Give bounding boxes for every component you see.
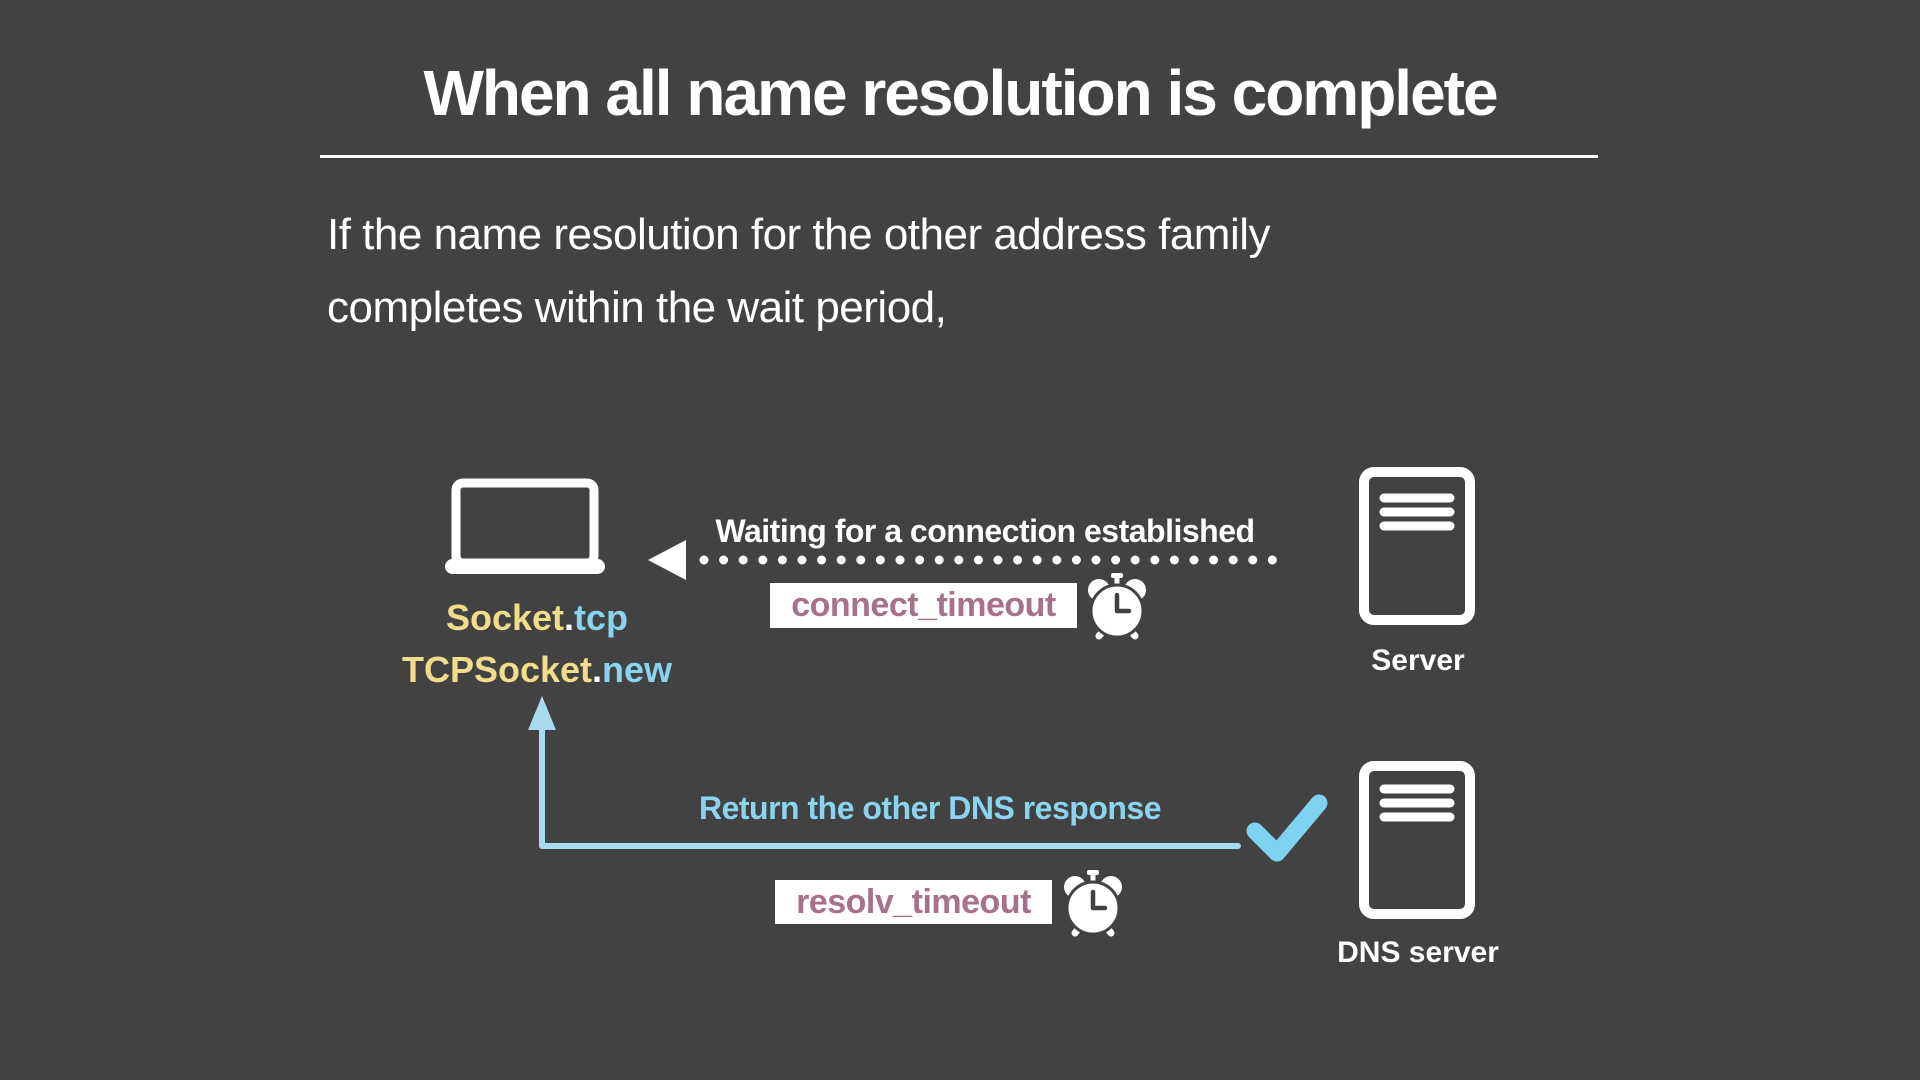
connection-flow-label: Waiting for a connection established	[715, 513, 1255, 549]
connect-timeout-text: connect_timeout	[791, 586, 1056, 624]
code-tcp: tcp	[574, 597, 629, 638]
connect-timeout-badge: connect_timeout	[770, 583, 1077, 628]
code-new: new	[602, 649, 673, 690]
intro-line-1: If the name resolution for the other add…	[327, 210, 1271, 259]
checkmark-icon	[1246, 794, 1328, 862]
laptop-icon	[445, 478, 605, 574]
code-dot-2: .	[592, 649, 603, 690]
resolv-timeout-text: resolv_timeout	[796, 882, 1031, 921]
code-socket: Socket	[445, 597, 565, 638]
dotted-arrow-left-icon	[648, 540, 1295, 580]
title-underline	[320, 155, 1598, 158]
page-title: When all name resolution is complete	[423, 57, 1498, 129]
server-icon	[1359, 467, 1475, 625]
client-code-line-2: TCPSocket.new	[387, 644, 687, 696]
dns-server-icon	[1359, 761, 1475, 919]
intro-paragraph: If the name resolution for the other add…	[327, 198, 1271, 344]
dns-server-label: DNS server	[1337, 936, 1499, 969]
return-arrow-icon	[528, 696, 1241, 849]
alarm-clock-icon	[1088, 573, 1146, 640]
server-label: Server	[1371, 644, 1465, 677]
alarm-clock-icon	[1064, 870, 1122, 937]
client-code-label: Socket.tcp TCPSocket.new	[387, 592, 687, 696]
client-code-line-1: Socket.tcp	[387, 592, 687, 644]
dns-flow-label: Return the other DNS response	[698, 790, 1162, 826]
resolv-timeout-badge: resolv_timeout	[775, 880, 1052, 924]
code-tcpsocket: TCPSocket	[401, 649, 593, 690]
code-dot: .	[564, 597, 575, 638]
intro-line-2: completes within the wait period,	[327, 283, 947, 332]
